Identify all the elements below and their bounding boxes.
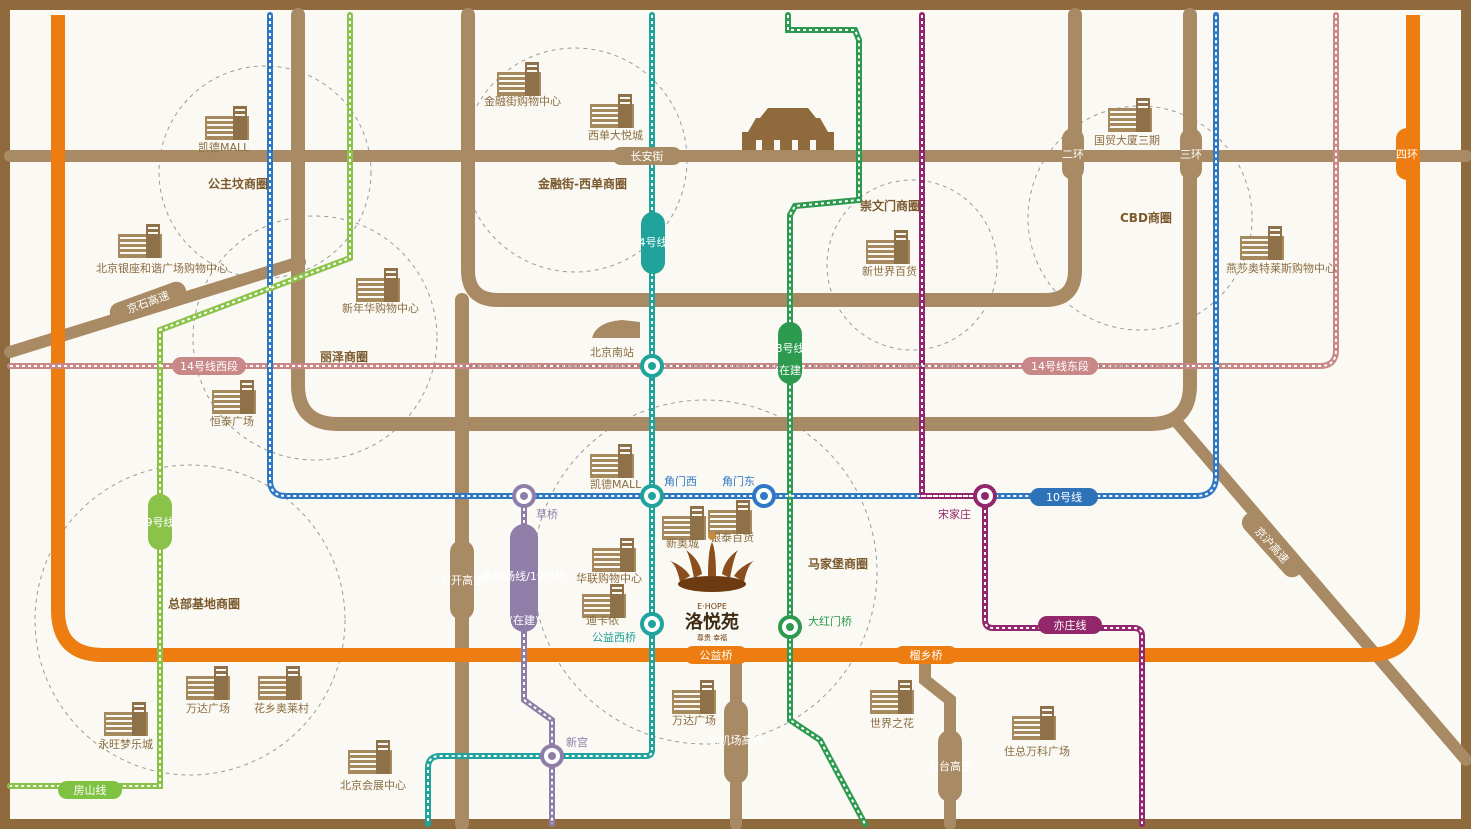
station-label-jiaomen-west: 角门西 <box>664 474 697 488</box>
station-xingong <box>540 744 564 768</box>
poi-dikalun: 迪卡侬 <box>586 614 619 627</box>
poi-xinnianhua: 新年华购物中心 <box>342 301 419 315</box>
poi-wanda1: 万达广场 <box>186 701 230 715</box>
poi-huizhan: 北京会展中心 <box>340 778 406 792</box>
station-jiaomen-west <box>640 484 664 508</box>
area-jinrongjie: 金融街-西单商圈 <box>537 176 627 191</box>
circle-zongbu <box>34 464 346 776</box>
line14w-label: 14号线西段 <box>180 359 238 373</box>
yizhuang-label: 亦庄线 <box>1054 618 1087 632</box>
poi-shijiezhihua: 世界之花 <box>870 716 914 730</box>
poi-xinaocheng: 新奥城 <box>666 536 699 550</box>
jingtai-label: 京台高速 <box>928 759 972 773</box>
crown-icon <box>668 532 756 592</box>
jingkai-label: 京开高速 <box>440 573 484 587</box>
project-name: 洛悦苑 <box>685 611 739 633</box>
poi-jinrongjie-mall: 金融街购物中心 <box>484 94 561 108</box>
station-jiaomen-east <box>752 484 776 508</box>
station-label-xingong: 新宫 <box>566 735 588 749</box>
area-majiapu: 马家堡商圈 <box>808 556 868 571</box>
poi-kaide1: 凯德MALL <box>198 140 250 154</box>
circle-majiapu <box>532 399 878 745</box>
line8-note: (在建) <box>775 363 806 377</box>
ring4-label: 四环 <box>1396 148 1418 161</box>
line-pills: 4号线 8号线 (在建) 9号线 10号线 14号线西段 14号线东段 新机场线… <box>58 212 1102 799</box>
poi-wanda2: 万达广场 <box>672 713 716 727</box>
circle-cbd <box>1027 105 1253 331</box>
circle-gongzhufen <box>158 65 372 279</box>
poi-xinshijie: 新世界百货 <box>862 264 917 278</box>
station-label-jiaomen-east: 角门东 <box>722 474 755 488</box>
station-dahongmenqiao <box>778 615 802 639</box>
line9-label: 9号线 <box>146 515 175 529</box>
poi-hengtai: 恒泰广场 <box>210 414 254 428</box>
xinjichang-road-label: 新机场高速 <box>709 733 764 747</box>
road-pills: 长安街 二环 三环 四环 京开高速 京台高速 新机场高速 京石高速 京沪高速 公… <box>109 128 1418 802</box>
poi-guomao: 国贸大厦三期 <box>1094 133 1160 147</box>
station-caoqiao <box>512 484 536 508</box>
station-songjiazhuang <box>973 484 997 508</box>
tiananmen-icon <box>742 108 834 150</box>
line4-label: 4号线 <box>639 235 668 249</box>
line14e-label: 14号线东段 <box>1031 359 1089 373</box>
station-beijing-south <box>640 354 664 378</box>
poi-kaide2: 凯德MALL <box>590 477 642 491</box>
ring-road-2 <box>461 8 1082 307</box>
line8-label: 8号线 <box>776 341 805 355</box>
station-label-dahongmenqiao: 大红门桥 <box>808 614 852 628</box>
train-icon <box>592 320 640 338</box>
circle-lize <box>192 215 438 461</box>
poi-yinzuo: 北京银座和谐广场购物中心 <box>96 261 228 275</box>
project-logo: E·HOPE 洛悦苑 尊贵 幸福 <box>668 532 756 642</box>
poi-xidan-joy: 西单大悦城 <box>588 128 643 142</box>
area-gongzhufen: 公主坟商圈 <box>208 176 268 191</box>
project-slogan: 尊贵 幸福 <box>697 633 727 642</box>
ring2-label: 二环 <box>1062 148 1084 161</box>
poi-huaxiang: 花乡奥莱村 <box>254 701 309 715</box>
station-gongyixiqiao <box>640 612 664 636</box>
area-cbd: CBD商圈 <box>1120 210 1172 225</box>
area-zongbu: 总部基地商圈 <box>168 596 240 611</box>
station-label-caoqiao: 草桥 <box>536 508 558 521</box>
poi-hualian: 华联购物中心 <box>576 571 642 585</box>
ring-road-3 <box>291 8 1197 431</box>
station-label-beijing-south: 北京南站 <box>590 345 634 359</box>
liuxiang-bridge-label: 榴乡桥 <box>910 648 943 662</box>
station-label-gongyixiqiao: 公益西桥 <box>592 630 636 644</box>
line10-label: 10号线 <box>1046 490 1082 504</box>
line19-note: (在建) <box>509 613 540 627</box>
station-label-songjiazhuang: 宋家庄 <box>938 507 971 521</box>
poi-yongwang: 永旺梦乐城 <box>98 737 153 751</box>
poi-yansha: 燕莎奥特莱斯购物中心 <box>1226 261 1336 275</box>
ring3-label: 三环 <box>1180 148 1202 161</box>
area-lize: 丽泽商圈 <box>320 349 368 364</box>
poi-yintai: 银泰百货 <box>710 530 754 544</box>
jinghu-road <box>1169 414 1471 766</box>
station-markers <box>512 354 997 768</box>
circle-chongwenmen <box>826 179 998 351</box>
ring-road-4 <box>51 15 1420 662</box>
changan-label: 长安街 <box>631 149 664 163</box>
gongyi-bridge-label: 公益桥 <box>700 648 733 662</box>
project-en: E·HOPE <box>697 602 727 611</box>
fangshan-label: 房山线 <box>74 783 107 797</box>
line19-label: 新机场线/19号线 <box>482 569 566 583</box>
area-chongwenmen: 崇文门商圈 <box>860 198 920 213</box>
poi-wanke: 住总万科广场 <box>1004 744 1070 758</box>
